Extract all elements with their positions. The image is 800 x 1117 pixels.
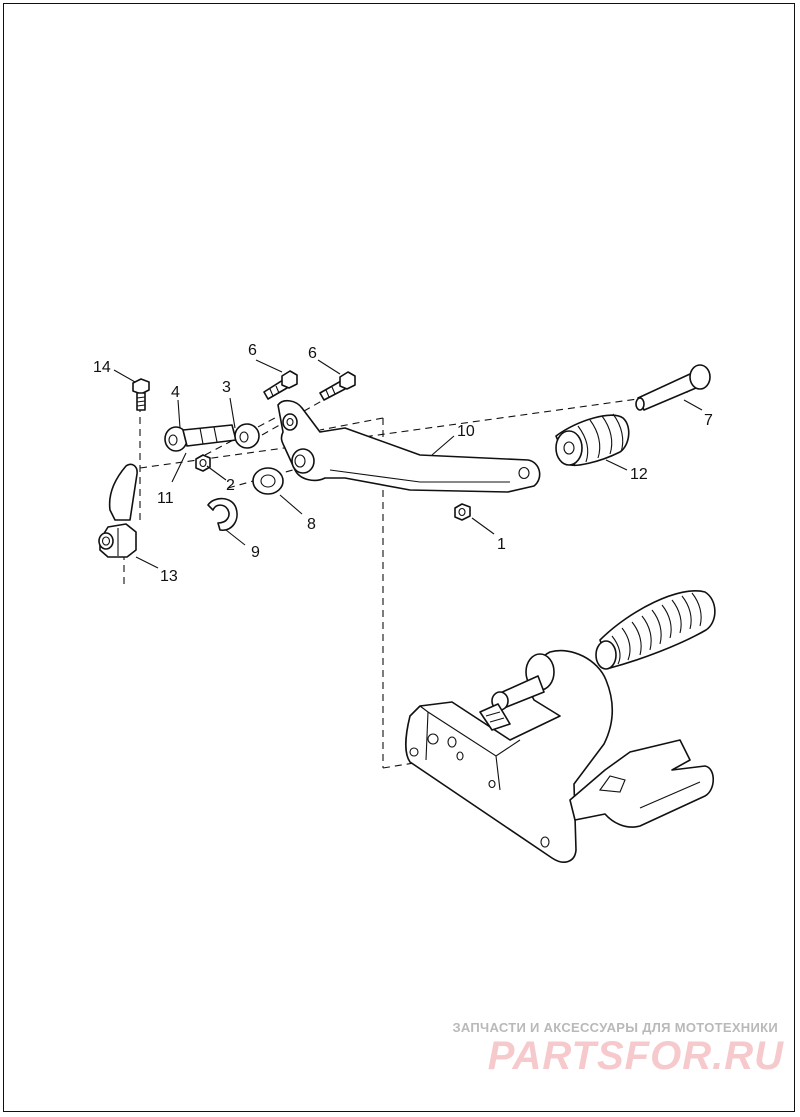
- part-12-shift-peg: [555, 413, 630, 467]
- part-9-clip: [207, 497, 238, 531]
- part-1-nut: [454, 503, 471, 521]
- callout-4: 4: [171, 384, 180, 401]
- footrest-bracket-assembly: [405, 590, 716, 863]
- part-13-shift-arm: [98, 463, 138, 558]
- part-6-bolt-left: [263, 370, 298, 400]
- callout-7: 7: [704, 412, 713, 429]
- part-7-pivot-bolt: [635, 364, 711, 411]
- page-frame: [3, 3, 795, 1112]
- callout-12: 12: [630, 466, 648, 483]
- callout-6-left: 6: [248, 342, 257, 359]
- callout-6-right: 6: [308, 345, 317, 362]
- leader-lines: [113, 359, 703, 569]
- callout-14: 14: [93, 359, 111, 376]
- part-2-nut: [195, 454, 211, 472]
- callout-13: 13: [160, 568, 178, 585]
- part-14-bolt: [132, 378, 150, 411]
- part-rod-end-right: [234, 423, 260, 449]
- callout-11: 11: [157, 490, 174, 507]
- callout-9: 9: [251, 544, 260, 561]
- part-10-shift-lever: [277, 399, 541, 493]
- part-8-washer: [252, 467, 284, 495]
- callout-3: 3: [222, 379, 231, 396]
- watermark-logo: PARTSFOR.RU: [487, 1034, 784, 1078]
- watermark-tagline: ЗАПЧАСТИ И АКСЕССУАРЫ ДЛЯ МОТОТЕХНИКИ: [452, 1020, 778, 1035]
- part-6-bolt-right: [319, 371, 356, 401]
- callout-10: 10: [457, 423, 475, 440]
- callout-1: 1: [497, 536, 506, 553]
- callouts: 1 2 3 4 6 6 7 8 9 10 11 12 13 14: [93, 342, 713, 585]
- callout-8: 8: [307, 516, 316, 533]
- callout-2: 2: [226, 477, 235, 494]
